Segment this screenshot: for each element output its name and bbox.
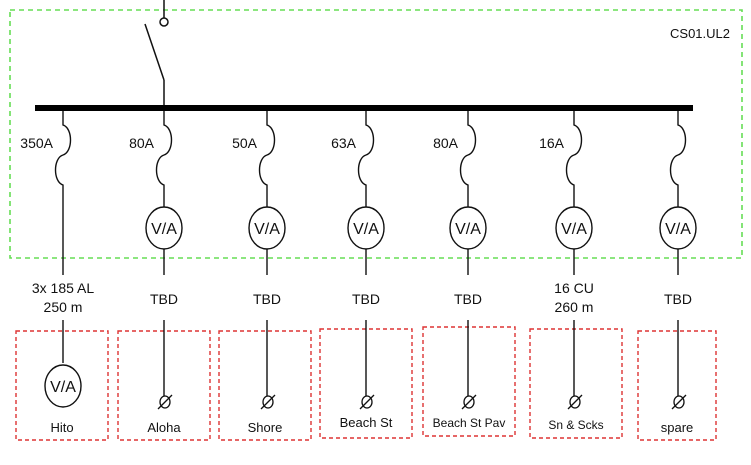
cable-spec-label: TBD [352, 291, 380, 307]
meter-label: V/A [353, 221, 379, 238]
isolator-icon [361, 395, 373, 409]
load-box [422, 326, 516, 437]
fuse-icon [357, 111, 375, 195]
load-box [218, 330, 312, 441]
fuse-rating-label: 80A [129, 135, 155, 151]
isolator-icon [673, 395, 685, 409]
isolator-slash [260, 394, 276, 410]
supply-terminal-icon [159, 17, 169, 27]
fuse-rating-label: 16A [539, 135, 565, 151]
fuse-icon [155, 111, 173, 195]
fuse-rating-label: 350A [20, 135, 53, 151]
switchboard-enclosure [9, 9, 743, 259]
load-name-label: Beach St Pav [433, 416, 506, 430]
isolator-icon [463, 395, 475, 409]
fuse-icon [669, 111, 687, 195]
meter-label: V/A [50, 379, 76, 396]
cable-spec-label: TBD [253, 291, 281, 307]
fuse-icon [565, 111, 583, 195]
meter-icon [44, 364, 82, 408]
cable-spec-label: TBD [664, 291, 692, 307]
fuse-rating-label: 50A [232, 135, 258, 151]
isolator-icon [159, 395, 171, 409]
fuse-rating-label: 63A [331, 135, 357, 151]
isolator-icon [569, 395, 581, 409]
load-name-label: Aloha [147, 420, 181, 435]
isolator-slash [157, 394, 173, 410]
meter-label: V/A [455, 221, 481, 238]
cable-spec-label: TBD [150, 291, 178, 307]
load-box [15, 330, 109, 441]
isolator-icon [262, 395, 274, 409]
fuse-icon [459, 111, 477, 195]
load-name-label: Hito [50, 420, 73, 435]
cable-length-label: 250 m [44, 299, 83, 315]
cable-length-label: 260 m [555, 299, 594, 315]
isolator-slash [359, 394, 375, 410]
cable-spec-label: TBD [454, 291, 482, 307]
load-name-label: Sn & Scks [548, 418, 603, 432]
meter-label: V/A [561, 221, 587, 238]
meter-label: V/A [665, 221, 691, 238]
load-name-label: spare [661, 420, 694, 435]
isolator-slash [461, 394, 477, 410]
load-name-label: Shore [248, 420, 283, 435]
isolator-slash [567, 394, 583, 410]
fuse-icon [258, 111, 276, 195]
main-switch-blade [144, 23, 165, 81]
cable-spec-label: 3x 185 AL [32, 280, 94, 296]
fuse-icon [54, 111, 72, 195]
board-id-label: CS01.UL2 [670, 26, 730, 41]
fuse-rating-label: 80A [433, 135, 459, 151]
load-box [529, 328, 623, 439]
isolator-slash [671, 394, 687, 410]
load-name-label: Beach St [340, 415, 393, 430]
cable-spec-label: 16 CU [554, 280, 594, 296]
meter-label: V/A [151, 221, 177, 238]
load-box [637, 330, 717, 441]
meter-label: V/A [254, 221, 280, 238]
